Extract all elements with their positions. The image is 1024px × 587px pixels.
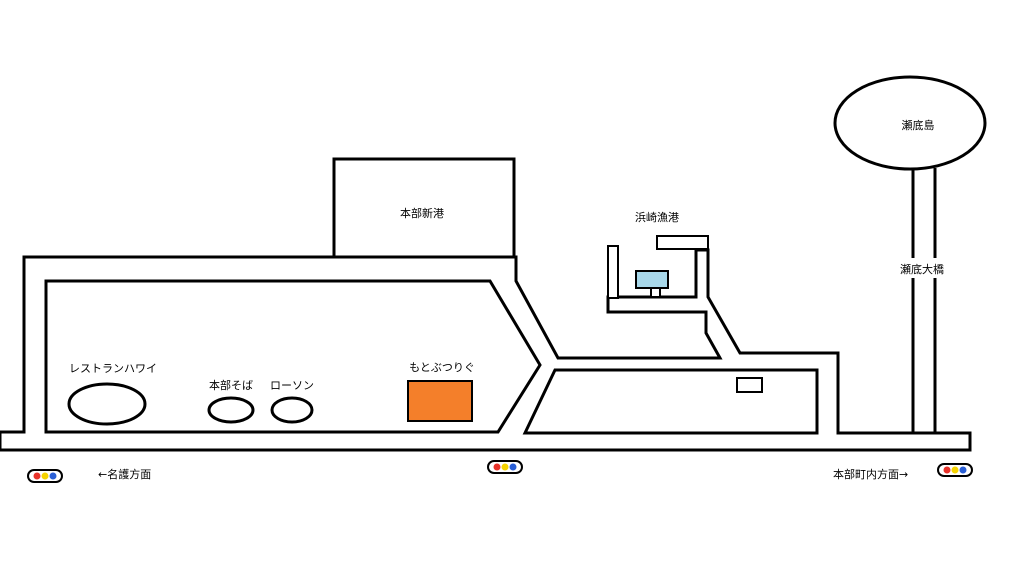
motobu-new-port bbox=[332, 157, 516, 260]
restaurant-hawaii-label: レストランハワイ bbox=[69, 362, 157, 375]
sesoko-bridge-label: 瀬底大橋 bbox=[900, 262, 944, 276]
fishing-port-building-base bbox=[650, 287, 661, 298]
traffic-light-icon bbox=[487, 460, 523, 474]
motobu-tsurigu-label: もとぶつりぐ bbox=[409, 361, 475, 374]
sesoko-island-label: 瀬底島 bbox=[902, 118, 935, 132]
direction-motobu-town-label: 本部町内方面→ bbox=[833, 467, 908, 481]
fishing-port-building bbox=[635, 270, 669, 289]
restaurant-hawaii-marker bbox=[67, 382, 147, 426]
sesoko-island bbox=[833, 75, 987, 171]
right-block bbox=[522, 368, 819, 435]
motobu-new-port-label: 本部新港 bbox=[400, 206, 444, 220]
lawson-label: ローソン bbox=[270, 379, 314, 392]
small-building bbox=[736, 377, 763, 393]
bridge-label-bg bbox=[892, 258, 956, 278]
direction-nago-label: ←名護方面 bbox=[98, 467, 151, 481]
lawson-marker bbox=[270, 396, 314, 424]
motobu-tsurigu-marker bbox=[407, 380, 473, 422]
traffic-light-icon bbox=[937, 463, 973, 477]
hamasaki-fishing-port-label: 浜崎漁港 bbox=[635, 210, 679, 224]
motobu-soba-label: 本部そば bbox=[209, 378, 253, 392]
port-pier-vertical bbox=[607, 245, 619, 299]
port-pier-top bbox=[656, 235, 709, 250]
motobu-soba-marker bbox=[207, 396, 255, 424]
traffic-light-icon bbox=[27, 469, 63, 483]
